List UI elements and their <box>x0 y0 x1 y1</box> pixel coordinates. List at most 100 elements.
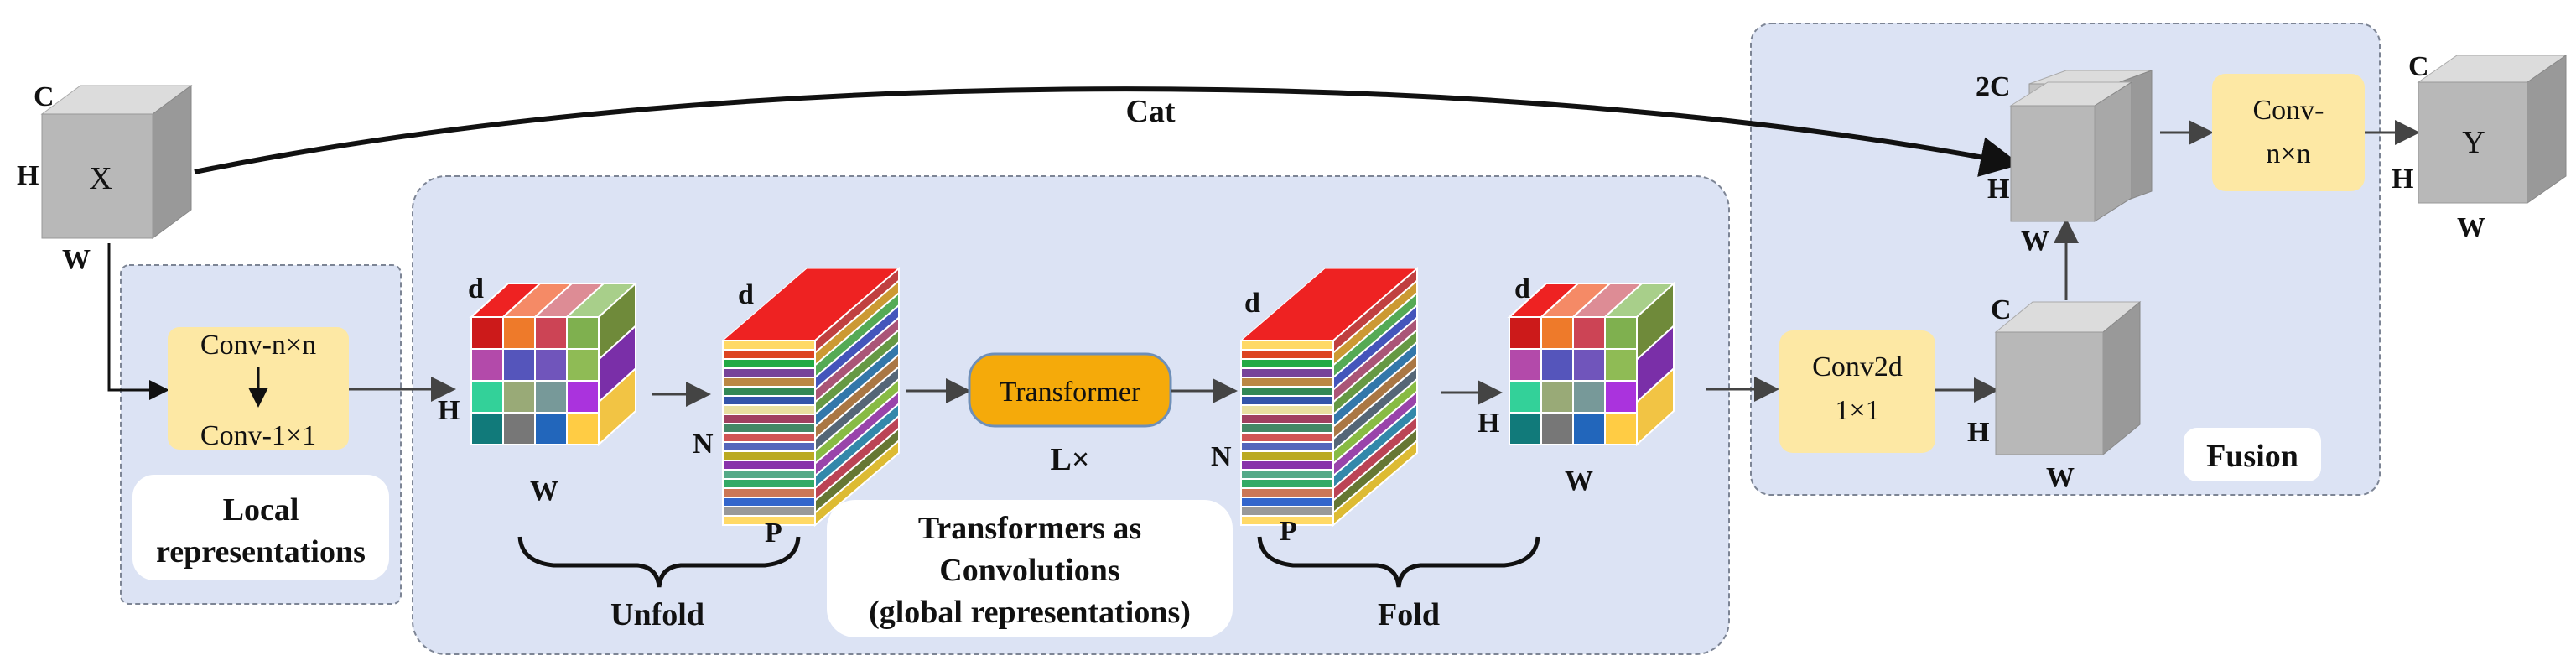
stack-front-layer <box>722 487 816 498</box>
cube-front-cell <box>502 316 536 350</box>
stack-front-layer <box>1240 450 1334 461</box>
input-c-label: C <box>34 81 55 112</box>
cube-front-cell <box>1572 412 1606 445</box>
output-y-label: Y <box>2462 125 2485 160</box>
stack-front-layer <box>722 441 816 452</box>
input-x-label: X <box>89 161 112 196</box>
input-cube-x <box>40 85 193 239</box>
stack-front-layer <box>722 478 816 489</box>
cube-front-cell <box>502 412 536 445</box>
cat-label: Cat <box>1125 94 1175 129</box>
stack-front-layer <box>722 423 816 434</box>
cube-front-cell <box>566 348 600 382</box>
unfold-brace <box>517 536 801 588</box>
stack-front-layer <box>722 358 816 369</box>
stack-front-layer <box>722 432 816 443</box>
cube-front-cell <box>1509 348 1542 382</box>
stack-front-layer <box>1240 358 1334 369</box>
local-caption-line1: Local <box>223 492 299 528</box>
conv2d-line2: 1×1 <box>1835 395 1879 426</box>
fusion-mid-h-label: H <box>1967 417 1989 448</box>
fold-out-d-label: d <box>1514 273 1530 304</box>
cube-front-cell <box>566 412 600 445</box>
unfold-in-d-label: d <box>468 273 484 304</box>
cube-front-cell <box>470 316 504 350</box>
fusion-concat-cube <box>2009 70 2153 222</box>
input-h-label: H <box>17 160 39 191</box>
conv2d-line1: Conv2d <box>1812 351 1903 382</box>
local-conv-bottom: Conv-1×1 <box>200 420 316 451</box>
stack-front-layer <box>722 450 816 461</box>
stack-front-layer <box>1240 386 1334 397</box>
stack-front-layer <box>722 386 816 397</box>
global-caption-line3: (global representations) <box>869 595 1191 630</box>
input-w-label: W <box>62 244 91 275</box>
fold-out-h-label: H <box>1478 408 1499 439</box>
stack-front-layer <box>1240 478 1334 489</box>
cube-front-cell <box>502 348 536 382</box>
transformer-repeat-label: L× <box>1051 442 1090 477</box>
fold-out-w-label: W <box>1565 466 1593 497</box>
stack-front-layer <box>722 404 816 415</box>
cube-front-cell <box>502 380 536 414</box>
cube-front-cell <box>1604 348 1638 382</box>
cube-front-cell <box>566 380 600 414</box>
stack-front-layer <box>722 497 816 507</box>
cube-front-cell <box>470 348 504 382</box>
stack-front-layer <box>1240 423 1334 434</box>
unfold-in-w-label: W <box>530 476 558 507</box>
cube-front-cell <box>1604 380 1638 414</box>
stack-front-layer <box>1240 506 1334 517</box>
output-c-label: C <box>2408 51 2429 82</box>
fusion-concat-w-label: W <box>2021 226 2049 257</box>
stack-front-layer <box>1240 340 1334 351</box>
fold-in-n-label: N <box>1211 441 1232 472</box>
cube-front-cell <box>534 316 568 350</box>
cube-front-cell <box>1540 380 1574 414</box>
stack-front-layer <box>722 515 816 526</box>
stack-front-layer <box>722 460 816 471</box>
stack-front-layer <box>1240 414 1334 424</box>
cube-front-cell <box>470 380 504 414</box>
stack-front-layer <box>722 340 816 351</box>
cube-front-cell <box>534 412 568 445</box>
global-caption-box <box>827 500 1233 637</box>
cube-front-cell <box>1604 316 1638 350</box>
stack-front-layer <box>722 395 816 406</box>
fusion-mid-c-label: C <box>1991 294 2012 325</box>
cat-skip-arrow <box>194 86 2021 177</box>
cube-front-cell <box>1540 412 1574 445</box>
cube-front-cell <box>1540 348 1574 382</box>
cube-front-cell <box>1604 412 1638 445</box>
global-caption-line2: Convolutions <box>939 553 1119 588</box>
cube-front-cell <box>1572 316 1606 350</box>
fold-label: Fold <box>1378 597 1440 632</box>
input-to-local-arrow <box>107 243 169 400</box>
stack-front-layer <box>722 349 816 360</box>
stack-front-layer <box>1240 487 1334 498</box>
stack-front-layer <box>1240 515 1334 526</box>
cube-front-cell <box>1509 412 1542 445</box>
fusion-caption: Fusion <box>2206 439 2298 474</box>
stack-front-layer <box>1240 395 1334 406</box>
cube-front-cell <box>534 380 568 414</box>
cube-front-cell <box>1572 380 1606 414</box>
stack-front-layer <box>722 367 816 378</box>
conv2d-box <box>1779 330 1935 453</box>
unfold-in-h-label: H <box>438 395 460 426</box>
unfold-out-d-label: d <box>738 279 754 310</box>
local-caption-box <box>132 475 389 580</box>
stack-front-layer <box>722 377 816 388</box>
fusion-mid-w-label: W <box>2046 462 2075 493</box>
fusion-caption-box <box>2184 428 2321 481</box>
cube-front-cell <box>1540 316 1574 350</box>
stack-front-layer <box>1240 460 1334 471</box>
stack-front-layer <box>1240 469 1334 480</box>
stack-front-layer <box>1240 497 1334 507</box>
output-h-label: H <box>2392 164 2413 195</box>
stack-front-layer <box>1240 441 1334 452</box>
output-cube-y <box>2417 55 2568 204</box>
stack-front-layer <box>1240 432 1334 443</box>
unfold-out-p-label: P <box>765 518 782 549</box>
